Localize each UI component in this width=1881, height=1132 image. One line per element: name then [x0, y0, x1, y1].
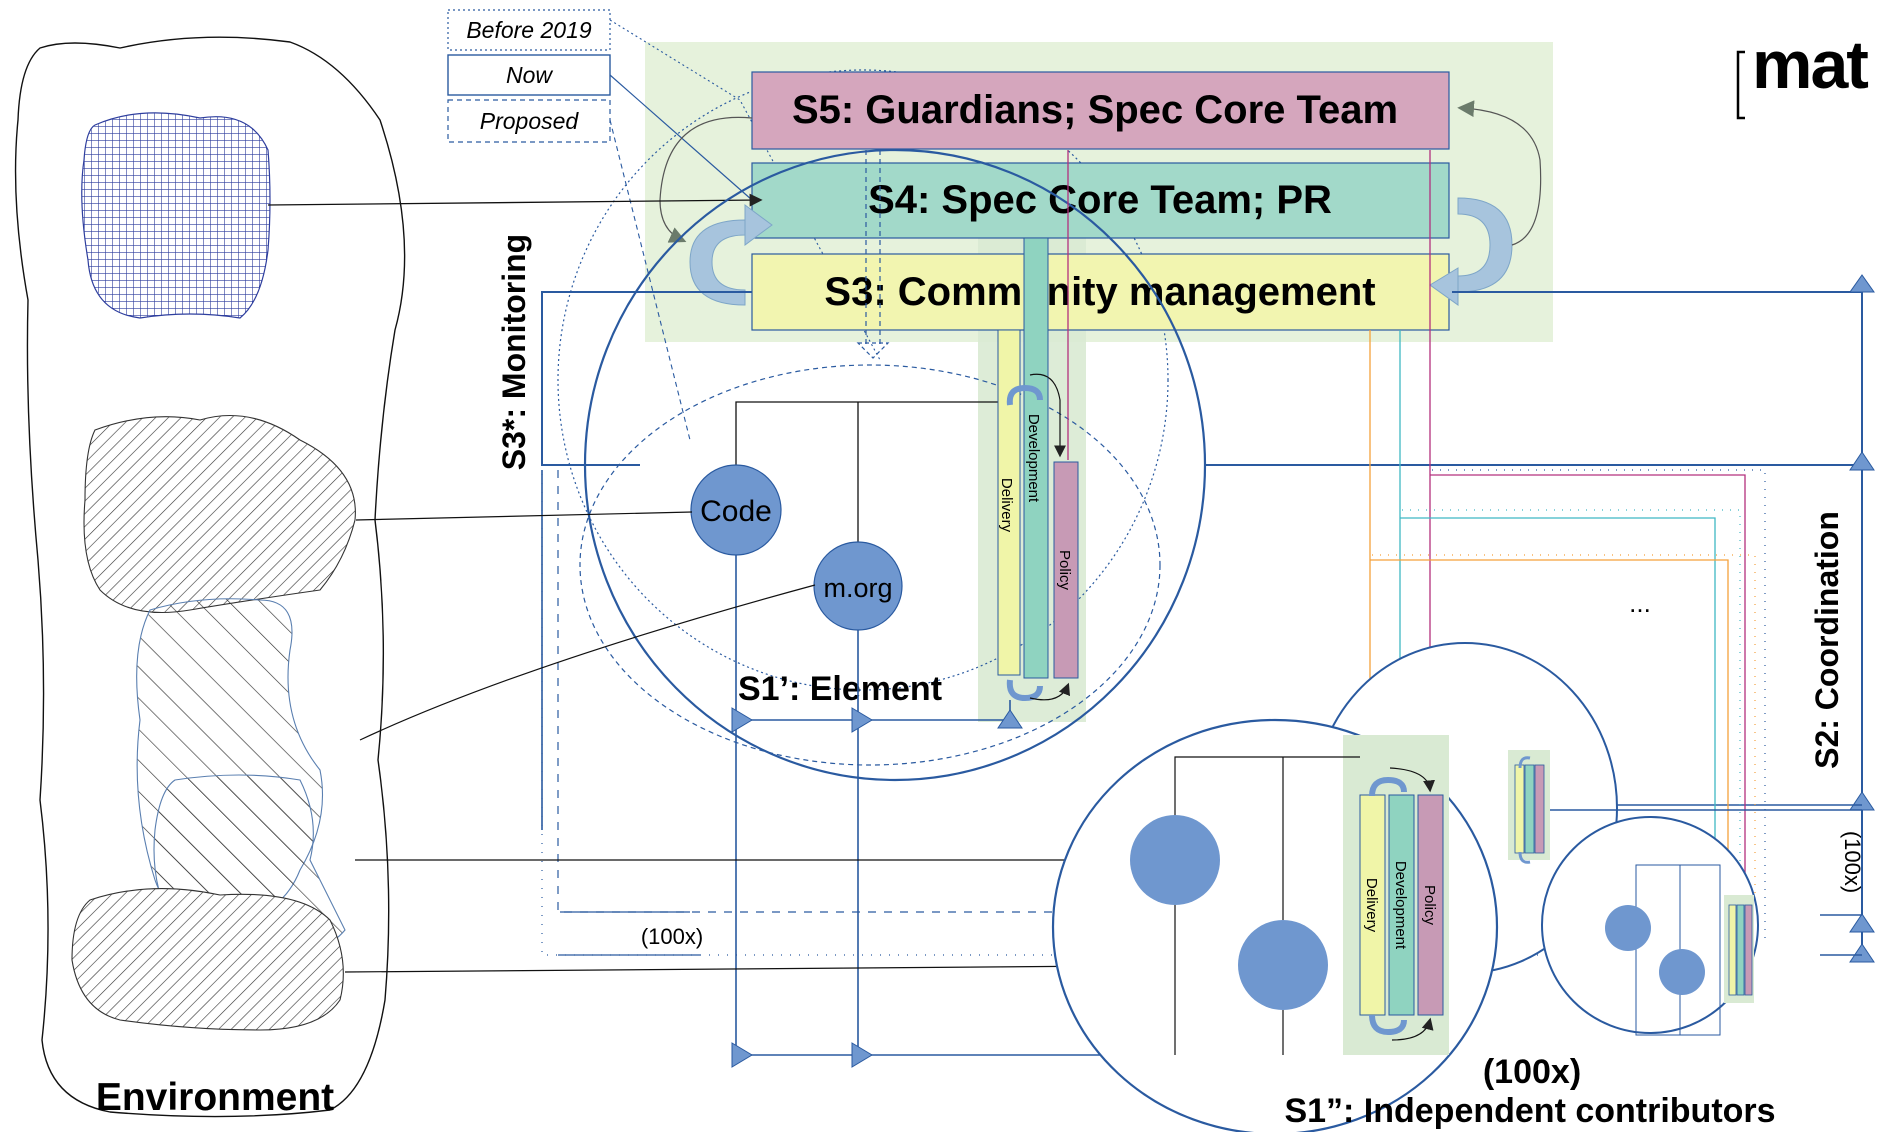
contributor-node-2: [1238, 920, 1328, 1010]
contributor-top-loop-icon: [1369, 776, 1407, 797]
left-feedback-arrow: [659, 116, 753, 243]
env-blob-1: [83, 414, 356, 613]
element-bottom-loop-icon: [1006, 679, 1043, 702]
right-multiplier: (100x): [1840, 831, 1865, 893]
s1-element-label: S1’: Element: [738, 670, 942, 708]
contributor-development-label: Development: [1392, 861, 1409, 950]
s2-horizontal-2: [1820, 914, 1862, 956]
ellipsis-label: ...: [1629, 588, 1651, 618]
element-triangle-1: [731, 707, 753, 733]
element-top-loop-thin: [1029, 373, 1066, 458]
element-policy-label: Policy: [1056, 550, 1073, 591]
contributor-node-1: [1130, 815, 1220, 905]
element-delivery-bar: [997, 329, 1021, 676]
bottom-triangle-2: [851, 1042, 873, 1068]
s3-to-s2-channel: [1205, 291, 1863, 466]
s3-star-connector: [541, 291, 752, 466]
dotted-link-right-2: [1402, 509, 1741, 940]
s5-box: [751, 71, 1450, 150]
before-2019-circle: [557, 69, 1169, 691]
element-development-label: Development: [1025, 414, 1042, 503]
legend-proposed: Proposed: [480, 108, 580, 134]
legend: Before 2019 Now Proposed: [447, 9, 611, 143]
s4-box: [751, 162, 1450, 239]
center-multiplier: (100x): [641, 924, 703, 949]
s5-dashed-arrowhead: [856, 342, 890, 359]
contributor-bottom-loop-icon: [1369, 1014, 1407, 1036]
bottom-multiplier: (100x): [1483, 1053, 1581, 1091]
legend-connector-now: [609, 74, 753, 201]
logo-bracket: [1736, 50, 1745, 120]
s1-independent-label: S1”: Independent contributors: [1284, 1092, 1775, 1130]
right-loop-arrowhead-icon: [1429, 267, 1459, 306]
legend-now: Now: [506, 62, 553, 88]
contributor-delivery-bar: [1359, 794, 1386, 1016]
logo: mat: [1736, 27, 1870, 120]
right-feedback-arrow: [1457, 100, 1542, 246]
contributor-delivery-label: Delivery: [1363, 878, 1380, 933]
proposed-circle: [579, 364, 1161, 766]
contributor-policy-label: Policy: [1421, 885, 1438, 926]
environment-label: Environment: [96, 1076, 334, 1119]
bottom-triangle-1: [731, 1042, 753, 1068]
env-blob-4: [71, 888, 344, 1031]
legend-connector-before: [609, 19, 881, 361]
element-delivery-label: Delivery: [998, 478, 1015, 533]
environment-region: Environment: [14, 36, 406, 1119]
contributor-policy-bar: [1417, 794, 1444, 1016]
env-connector-2: [359, 584, 816, 741]
contributor-bottom-loop-thin: [1391, 1017, 1434, 1041]
s2-triangle-top: [1849, 274, 1875, 293]
element-bottom-channel: [735, 555, 1011, 1055]
left-loop-arrowhead-icon: [744, 204, 773, 246]
element-development-bar: [1023, 237, 1049, 679]
code-label: Code: [700, 495, 772, 528]
s4-label: S4: Spec Core Team; PR: [868, 178, 1332, 222]
legend-proposed-box: [447, 99, 611, 143]
s2-triangle-3: [1849, 943, 1875, 963]
env-blob-grid: [81, 112, 271, 319]
env-connector-1: [355, 511, 693, 521]
legend-before-2019: Before 2019: [466, 17, 592, 43]
contributor-small-ops: [1605, 864, 1754, 1036]
monitoring-left-dashed: [557, 470, 1450, 913]
env-to-s4-arrow: [267, 193, 763, 207]
morg-label: m.org: [823, 573, 892, 603]
s3-box: [751, 253, 1450, 331]
contributor-development-bar: [1388, 794, 1415, 1016]
logo-text: mat: [1752, 27, 1868, 103]
element-triangle-3: [997, 709, 1023, 729]
contributor-tree-line: [1174, 756, 1360, 1055]
s2-triangle-2: [1849, 913, 1875, 933]
s2-label: S2: Coordination: [1809, 511, 1845, 769]
element-policy-bar: [1053, 461, 1079, 679]
s5-label: S5: Guardians; Spec Core Team: [792, 88, 1398, 132]
s3-label: S3: Community management: [824, 270, 1375, 314]
contributor-top-loop-thin: [1389, 767, 1436, 793]
s2-triangle-mid: [1849, 451, 1875, 471]
element-bottom-loop-thin: [1029, 682, 1070, 701]
left-s3-s4-loop-icon: [689, 219, 746, 306]
element-triangle-2: [851, 707, 873, 733]
legend-before-2019-box: [447, 9, 611, 51]
s3-star-label: S3*: Monitoring: [496, 234, 532, 470]
environment-outline: [14, 36, 406, 1118]
s2-triangle-1: [1849, 791, 1875, 811]
monitoring-horizontal-solid: [558, 911, 700, 956]
legend-connector-proposed: [609, 119, 691, 441]
contributor-back-ops: [1508, 750, 1550, 864]
element-top-loop-icon: [1006, 384, 1043, 406]
